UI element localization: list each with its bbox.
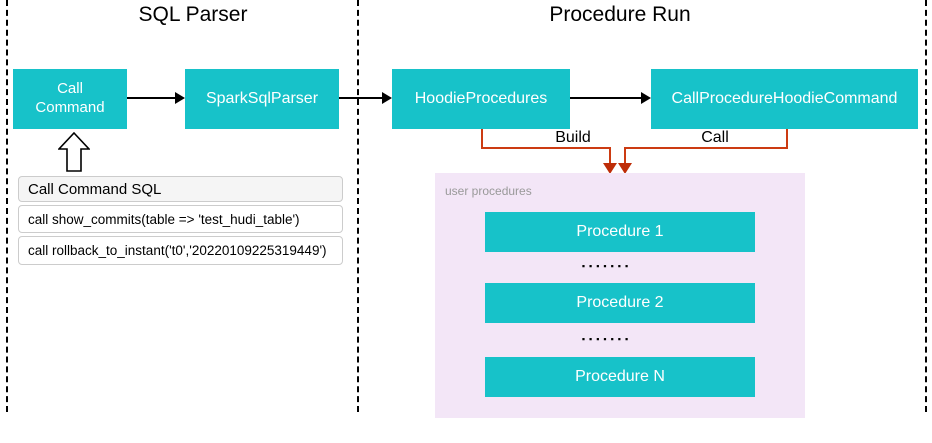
build-connector-stem xyxy=(609,148,611,164)
node-procedure-1: Procedure 1 xyxy=(485,212,755,252)
user-procedures-label: user procedures xyxy=(445,184,532,198)
left-dashed-border xyxy=(6,0,8,412)
call-label: Call xyxy=(701,129,729,146)
build-connector-vertical xyxy=(481,129,483,148)
arrow-callcommand-to-parser-line xyxy=(127,97,175,99)
right-dashed-border xyxy=(925,0,927,412)
node-procedure-n: Procedure N xyxy=(485,357,755,397)
node-call-command-label: Call Command xyxy=(35,80,105,116)
section-divider-dashed xyxy=(357,0,359,412)
node-procedure-2-label: Procedure 2 xyxy=(576,294,664,311)
node-procedure-2: Procedure 2 xyxy=(485,283,755,323)
node-hoodie-procedures: HoodieProcedures xyxy=(392,69,570,129)
node-call-command: Call Command xyxy=(13,69,127,129)
build-arrow-head-icon xyxy=(603,163,617,174)
arrow-callcommand-to-parser-head-icon xyxy=(175,92,185,104)
sql-statement-row: call show_commits(table => 'test_hudi_ta… xyxy=(18,205,343,233)
call-connector-horizontal xyxy=(624,147,788,149)
node-call-procedure-hoodie-command-label: CallProcedureHoodieCommand xyxy=(671,90,898,107)
call-arrow-head-icon xyxy=(618,163,632,174)
build-connector-horizontal xyxy=(481,147,611,149)
procedure-run-section-title: Procedure Run xyxy=(549,3,691,26)
arrow-parser-to-hoodieprocedures-line xyxy=(339,97,382,99)
ellipsis-dots: ▪▪▪▪▪▪▪ xyxy=(581,334,633,344)
sql-statement-row: call rollback_to_instant('t0','202201092… xyxy=(18,236,343,265)
arrow-parser-to-hoodieprocedures-head-icon xyxy=(382,92,392,104)
arrow-hoodieprocedures-to-command-line xyxy=(570,97,641,99)
node-procedure-n-label: Procedure N xyxy=(575,368,665,385)
call-connector-stem xyxy=(624,148,626,164)
sql-panel-header: Call Command SQL xyxy=(18,176,343,202)
hollow-up-arrow-icon xyxy=(58,132,90,172)
ellipsis-dots: ▪▪▪▪▪▪▪ xyxy=(581,261,633,271)
call-connector-vertical xyxy=(786,129,788,148)
node-spark-sql-parser-label: SparkSqlParser xyxy=(205,90,319,107)
arrow-hoodieprocedures-to-command-head-icon xyxy=(641,92,651,104)
node-call-procedure-hoodie-command: CallProcedureHoodieCommand xyxy=(651,69,918,129)
node-spark-sql-parser: SparkSqlParser xyxy=(185,69,339,129)
build-label: Build xyxy=(555,129,591,146)
node-procedure-1-label: Procedure 1 xyxy=(576,223,664,240)
node-hoodie-procedures-label: HoodieProcedures xyxy=(414,90,548,107)
sql-parser-section-title: SQL Parser xyxy=(138,3,248,26)
